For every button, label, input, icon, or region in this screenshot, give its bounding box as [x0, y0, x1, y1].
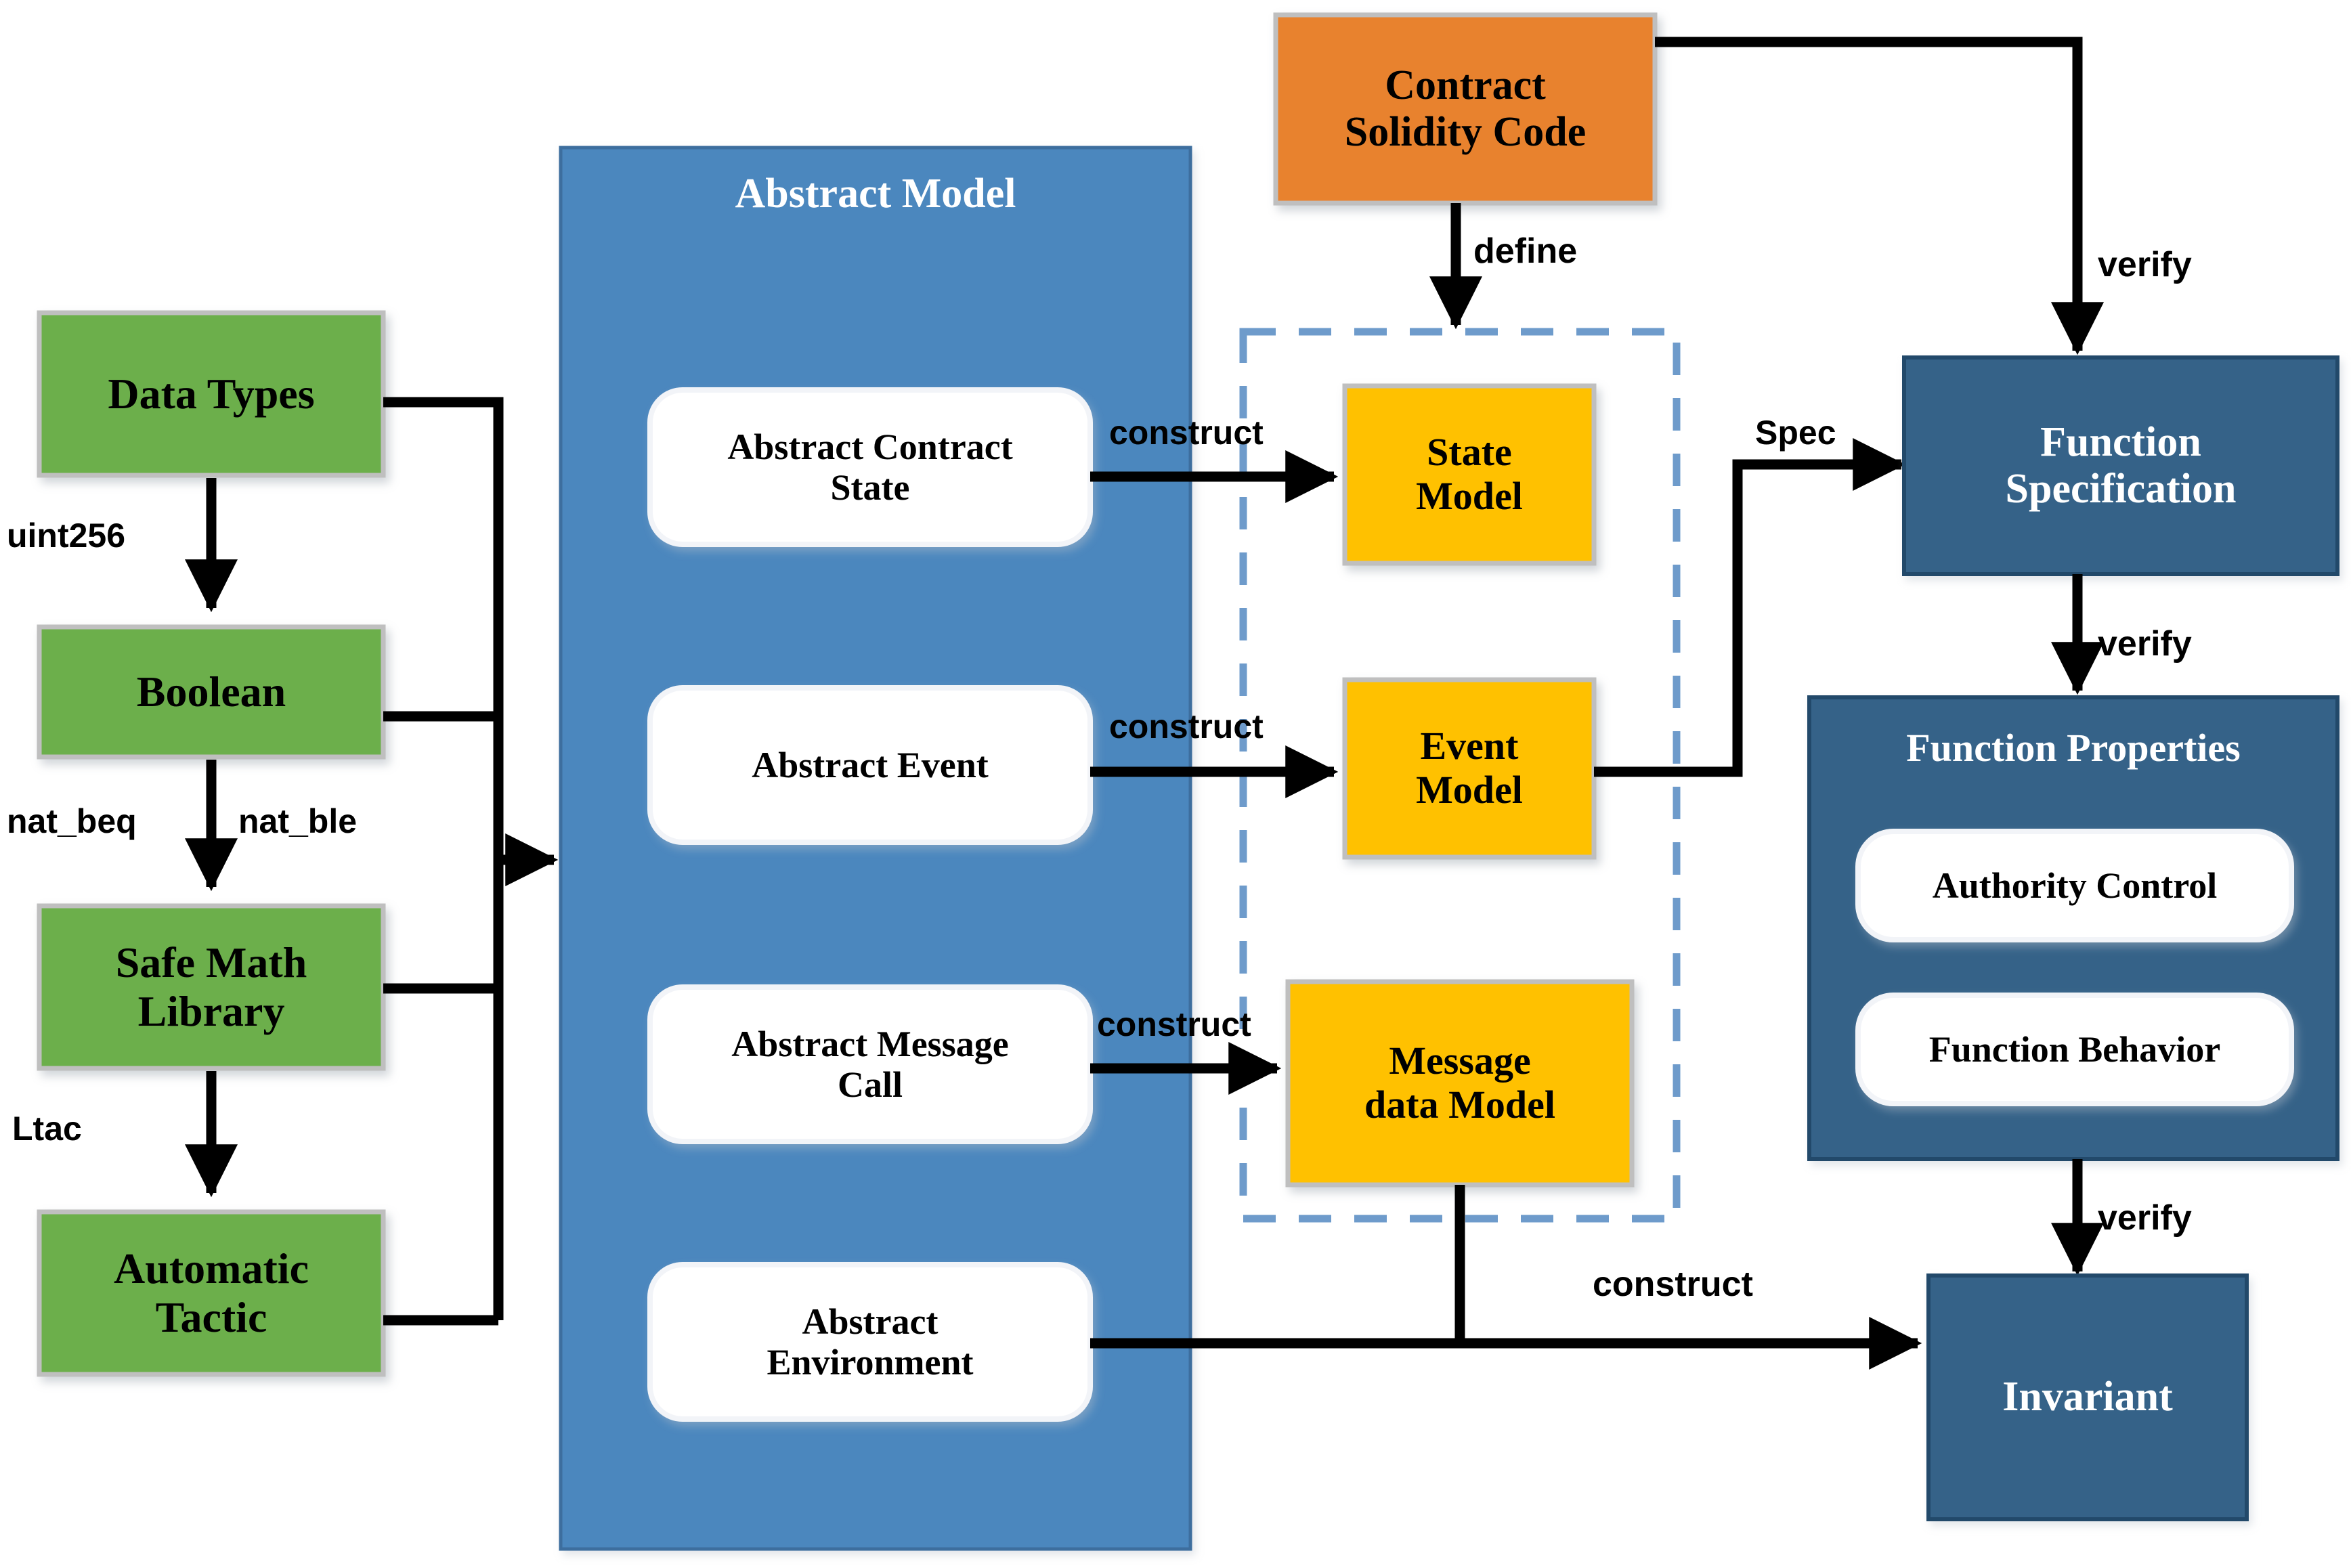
edge-spec [1594, 438, 1906, 777]
node-authority-control-box[interactable] [1855, 829, 2294, 942]
node-abstract-event-box[interactable] [647, 685, 1093, 845]
node-function-behavior-box[interactable] [1855, 993, 2294, 1106]
node-abstract-message-call-box[interactable] [647, 984, 1093, 1144]
edge-verify-top [1655, 37, 2104, 355]
node-safe-math-box[interactable] [37, 903, 386, 1071]
node-boolean-box[interactable] [37, 624, 386, 760]
node-message-data-model-box[interactable] [1285, 979, 1635, 1188]
node-abstract-contract-state-box[interactable] [647, 387, 1093, 547]
node-event-model-box[interactable] [1342, 677, 1597, 860]
node-automatic-tactic-box[interactable] [37, 1209, 386, 1377]
node-invariant-box[interactable] [1926, 1273, 2249, 1521]
edge-left-bus [383, 397, 504, 1326]
node-abstract-environment-box[interactable] [647, 1262, 1093, 1422]
node-contract-solidity-code-box[interactable] [1273, 12, 1658, 206]
node-function-specification-box[interactable] [1902, 355, 2339, 576]
node-data-types-box[interactable] [37, 310, 386, 478]
node-state-model-box[interactable] [1342, 383, 1597, 566]
